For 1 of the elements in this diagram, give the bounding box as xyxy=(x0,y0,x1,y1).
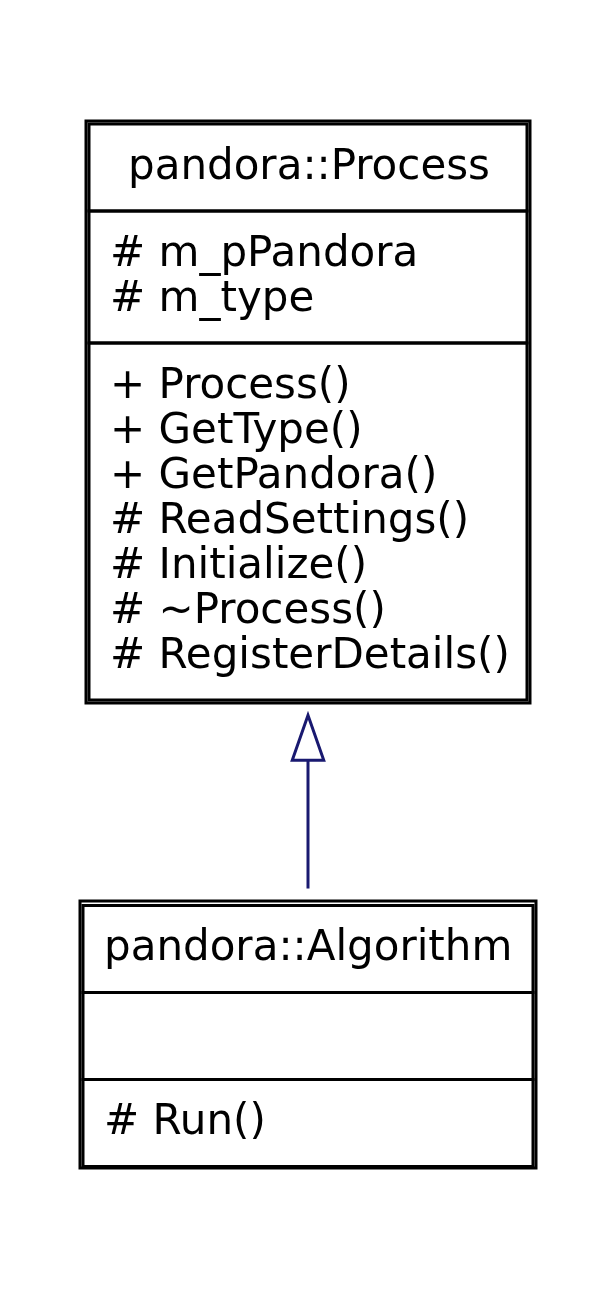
arrow xyxy=(289,710,326,889)
